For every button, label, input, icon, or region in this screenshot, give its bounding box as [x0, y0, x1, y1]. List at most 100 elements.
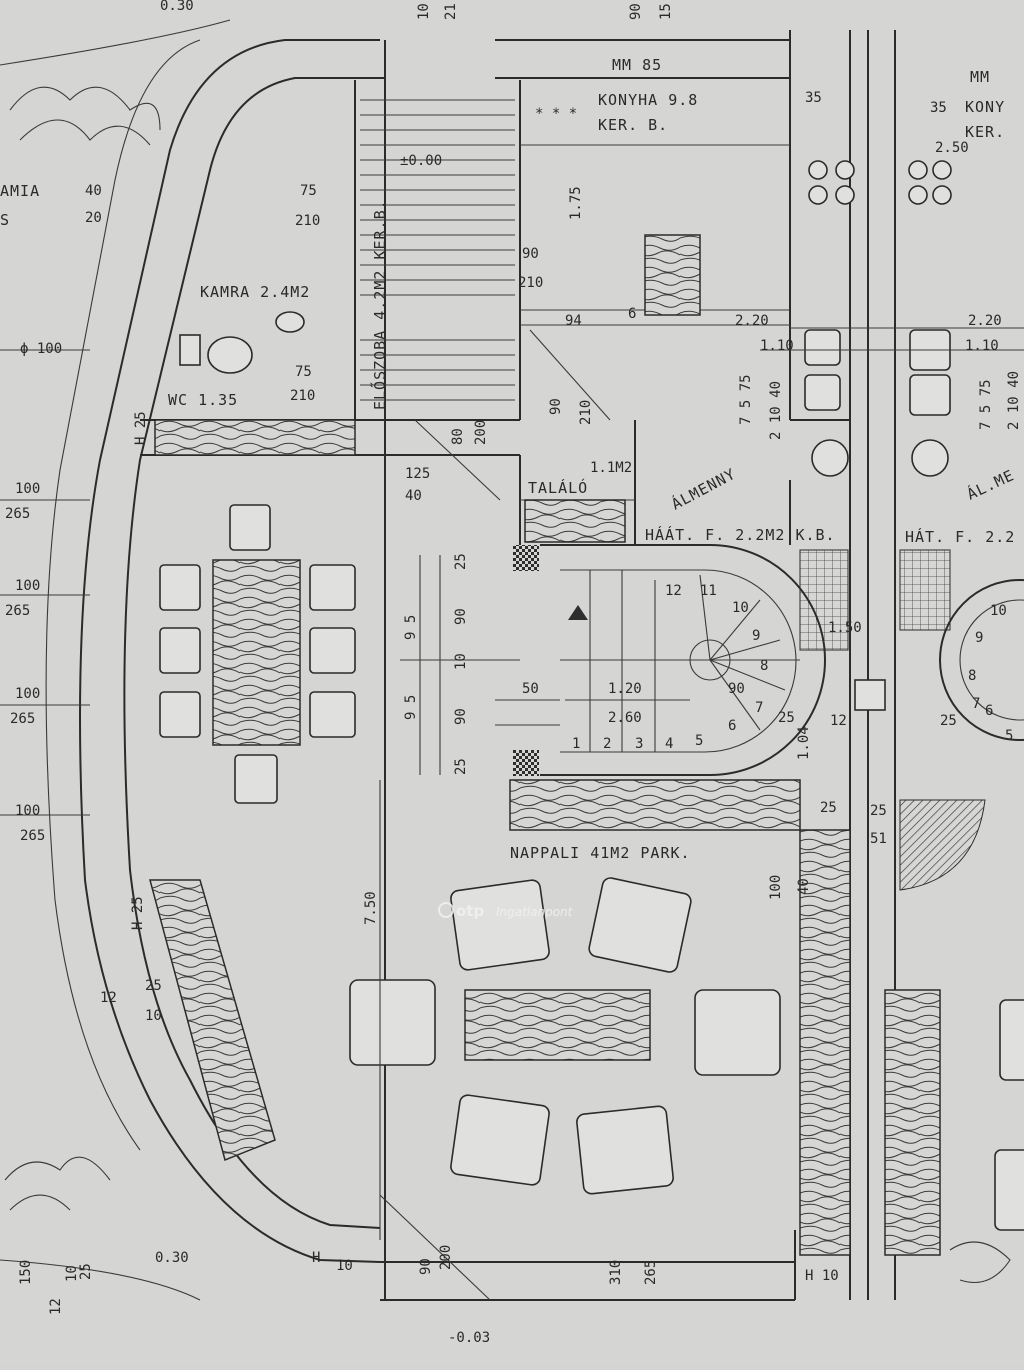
stair-numbers: 1 2 3 4 5 6 7 8 9 10 11 12 5 6 7 8 9 10: [572, 583, 1013, 752]
svg-text:50: 50: [522, 681, 539, 697]
svg-text:10: 10: [145, 1008, 162, 1024]
step-right-8: 8: [968, 668, 976, 684]
svg-text:40: 40: [405, 488, 422, 504]
watermark-brand: otp: [456, 902, 484, 920]
step-11: 11: [700, 583, 717, 599]
svg-text:±0.00: ±0.00: [400, 153, 442, 169]
svg-text:25: 25: [870, 803, 887, 819]
label-kitchen: KONYHA 9.8: [598, 91, 698, 109]
svg-text:2 10 40: 2 10 40: [1006, 371, 1022, 430]
svg-text:10: 10: [64, 1265, 80, 1282]
label-hall: ELŐSZOBA 4.2M2 KER.B.: [369, 199, 389, 410]
svg-text:80: 80: [450, 428, 466, 445]
dimension-labels: 0.30 10 21 90 15 40 20 75 210 ±0.00 1.75…: [5, 0, 1022, 1346]
furniture: [159, 160, 1024, 1231]
coffee-table: [464, 989, 651, 1061]
svg-text:200: 200: [438, 1245, 454, 1270]
svg-text:* * *: * * *: [535, 106, 577, 122]
svg-text:9 5: 9 5: [403, 695, 419, 720]
svg-text:H: H: [312, 1250, 320, 1266]
svg-text:35: 35: [805, 90, 822, 106]
svg-text:2.20: 2.20: [735, 313, 769, 329]
kitchen-table: [644, 234, 701, 316]
label-camera: AMIA: [0, 182, 40, 200]
svg-text:7 5 75: 7 5 75: [978, 379, 994, 430]
svg-text:10: 10: [416, 3, 432, 20]
svg-text:20: 20: [85, 210, 102, 226]
svg-text:1.50: 1.50: [828, 620, 862, 636]
svg-text:40: 40: [85, 183, 102, 199]
svg-text:15: 15: [658, 3, 674, 20]
dimension-lines: [0, 327, 1024, 1301]
svg-text:-0.03: -0.03: [448, 1330, 490, 1346]
svg-text:7 5 75: 7 5 75: [738, 374, 754, 425]
label-kitchen-right-sub: KER.: [965, 123, 1005, 141]
svg-text:2.60: 2.60: [608, 710, 642, 726]
watermark-logo-icon: [438, 902, 454, 918]
label-back-hall: HÁÁT. F. 2.2M2 K.B.: [645, 525, 836, 544]
svg-text:200: 200: [473, 420, 489, 445]
svg-text:12: 12: [100, 990, 117, 1006]
svg-text:25: 25: [78, 1263, 94, 1280]
step-right-6: 6: [985, 703, 993, 719]
watermark-text: Ingatlanpont: [496, 905, 574, 919]
step-12: 12: [665, 583, 682, 599]
wood-counters: [149, 234, 941, 1256]
svg-text:25: 25: [820, 800, 837, 816]
svg-text:210: 210: [578, 400, 594, 425]
svg-text:1.10: 1.10: [965, 338, 999, 354]
svg-text:265: 265: [10, 711, 35, 727]
svg-text:0.30: 0.30: [155, 1250, 189, 1266]
svg-text:100: 100: [15, 686, 40, 702]
step-right-9: 9: [975, 630, 983, 646]
svg-text:25: 25: [778, 710, 795, 726]
step-1: 1: [572, 736, 580, 752]
step-9: 9: [752, 628, 760, 644]
svg-text:7.50: 7.50: [363, 891, 379, 925]
label-mm-right: MM: [970, 68, 990, 86]
svg-text:21: 21: [443, 3, 459, 20]
step-right-10: 10: [990, 603, 1007, 619]
step-right-7: 7: [972, 696, 980, 712]
step-2: 2: [603, 736, 611, 752]
svg-text:2.50: 2.50: [935, 140, 969, 156]
svg-text:90: 90: [628, 3, 644, 20]
svg-text:10: 10: [336, 1258, 353, 1274]
svg-text:H 10: H 10: [805, 1268, 839, 1284]
svg-text:210: 210: [518, 275, 543, 291]
label-living: NAPPALI 41M2 PARK.: [510, 844, 691, 862]
svg-text:1.10: 1.10: [760, 338, 794, 354]
svg-text:ϕ 100: ϕ 100: [20, 341, 62, 357]
step-3: 3: [635, 736, 643, 752]
entry-stairs: [360, 99, 515, 401]
label-back-hall-right: HÁT. F. 2.2: [905, 527, 1015, 546]
svg-text:6: 6: [628, 306, 636, 322]
spiral-stair: [540, 544, 1024, 776]
step-10: 10: [732, 600, 749, 616]
step-right-5: 5: [1005, 728, 1013, 744]
svg-text:90: 90: [453, 608, 469, 625]
svg-text:40: 40: [796, 878, 812, 895]
svg-text:25: 25: [453, 758, 469, 775]
svg-text:125: 125: [405, 466, 430, 482]
label-camera2: S: [0, 211, 10, 229]
svg-text:90: 90: [522, 246, 539, 262]
step-7: 7: [755, 700, 763, 716]
svg-text:90: 90: [548, 398, 564, 415]
label-landing: TALÁLÓ: [528, 478, 588, 497]
svg-text:210: 210: [290, 388, 315, 404]
svg-text:35: 35: [930, 100, 947, 116]
step-6: 6: [728, 718, 736, 734]
svg-text:94: 94: [565, 313, 582, 329]
dining-table: [212, 559, 301, 746]
label-kitchen-sub: KER. B.: [598, 116, 668, 134]
svg-text:75: 75: [295, 364, 312, 380]
svg-text:25: 25: [453, 553, 469, 570]
svg-text:90: 90: [418, 1258, 434, 1275]
svg-text:12: 12: [830, 713, 847, 729]
svg-text:0.30: 0.30: [160, 0, 194, 14]
svg-text:12: 12: [48, 1298, 64, 1315]
svg-text:2 10 40: 2 10 40: [768, 381, 784, 440]
